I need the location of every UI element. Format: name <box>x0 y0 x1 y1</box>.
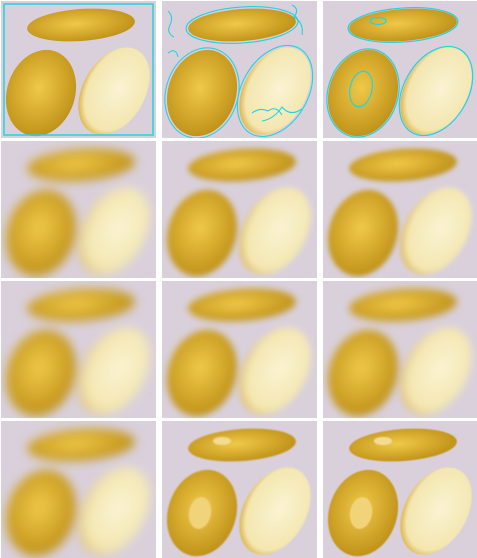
potato-photo <box>1 421 156 558</box>
left-potato <box>327 189 399 277</box>
top-potato <box>27 148 135 182</box>
panel-r3-c2 <box>162 281 317 418</box>
top-potato <box>188 428 296 462</box>
clean-contour <box>326 7 474 138</box>
left-potato <box>166 49 238 137</box>
panel-r1-c3 <box>323 1 477 138</box>
cut-potato <box>239 467 311 555</box>
panel-r4-c1 <box>1 421 156 558</box>
top-potato <box>27 288 135 322</box>
potato-photo <box>1 1 156 138</box>
cut-potato <box>78 327 150 415</box>
top-potato <box>349 148 457 182</box>
panel-r2-c1 <box>1 141 156 278</box>
potato-photo <box>323 421 477 558</box>
left-potato <box>5 329 77 417</box>
potato-photo <box>162 141 317 278</box>
cut-potato <box>400 187 472 275</box>
panel-r4-c3 <box>323 421 477 558</box>
noisy-contour <box>164 4 314 138</box>
potato-photo <box>323 281 477 418</box>
panel-r3-c3 <box>323 281 477 418</box>
cut-potato <box>400 327 472 415</box>
cut-potato <box>239 327 311 415</box>
panel-r1-c1 <box>1 1 156 138</box>
cut-potato <box>78 187 150 275</box>
bounding-box-contour <box>3 3 154 136</box>
top-potato <box>349 428 457 462</box>
cut-potato <box>400 467 472 555</box>
cut-potato <box>239 187 311 275</box>
panel-r4-c2 <box>162 421 317 558</box>
top-potato <box>188 8 296 42</box>
potato-photo <box>162 1 317 138</box>
highlight-region <box>374 437 392 445</box>
left-potato <box>327 49 399 137</box>
potato-photo <box>1 281 156 418</box>
top-potato <box>27 428 135 462</box>
panel-r2-c3 <box>323 141 477 278</box>
potato-photo <box>1 141 156 278</box>
panel-r3-c1 <box>1 281 156 418</box>
top-potato <box>27 8 135 42</box>
cut-potato <box>400 47 472 135</box>
left-potato <box>5 189 77 277</box>
panel-r1-c2 <box>162 1 317 138</box>
highlight-region <box>349 497 373 529</box>
top-potato <box>349 8 457 42</box>
top-potato <box>349 288 457 322</box>
top-potato <box>188 148 296 182</box>
top-potato <box>188 288 296 322</box>
cut-potato <box>78 47 150 135</box>
left-potato <box>5 49 77 137</box>
left-potato <box>327 329 399 417</box>
left-potato <box>166 329 238 417</box>
potato-photo <box>323 1 477 138</box>
highlight-region <box>188 497 212 529</box>
left-potato <box>5 469 77 557</box>
potato-photo <box>162 281 317 418</box>
potato-photo <box>162 421 317 558</box>
potato-photo <box>323 141 477 278</box>
highlight-region <box>213 437 231 445</box>
cut-potato <box>78 467 150 555</box>
panel-r2-c2 <box>162 141 317 278</box>
left-potato <box>166 189 238 277</box>
